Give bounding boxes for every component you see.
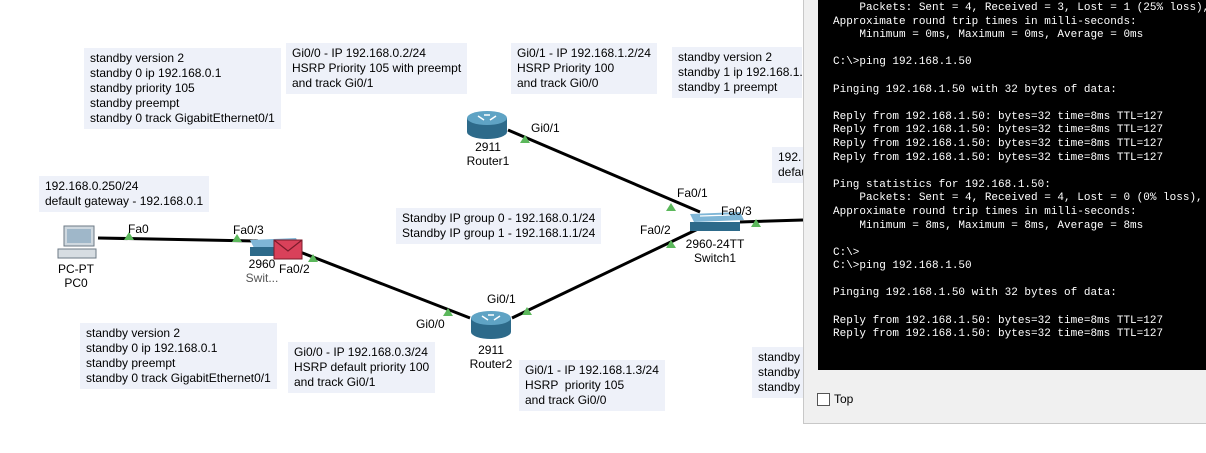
port-label: Fa0/2 bbox=[279, 262, 310, 276]
note-standby-groups: Standby IP group 0 - 192.168.0.1/24 Stan… bbox=[396, 208, 602, 244]
top-checkbox[interactable] bbox=[817, 393, 830, 406]
note-router1-hsrp: standby version 2 standby 0 ip 192.168.0… bbox=[84, 48, 281, 129]
device-name: Switch1 bbox=[693, 251, 737, 265]
note-right-standby: standby standby standby bbox=[752, 347, 807, 398]
device-model: 2960 bbox=[248, 257, 276, 271]
switch-icon[interactable] bbox=[690, 212, 744, 231]
link-router2-switch1[interactable] bbox=[511, 226, 701, 320]
device-label-pc0[interactable]: PC-PT PC0 bbox=[56, 262, 96, 290]
device-model: 2960-24TT bbox=[685, 237, 745, 251]
note-router1-gi00: Gi0/0 - IP 192.168.0.2/24 HSRP Priority … bbox=[286, 43, 468, 94]
port-label: Fa0/1 bbox=[677, 186, 708, 200]
port-label: Gi0/1 bbox=[487, 292, 516, 306]
device-name: Router1 bbox=[466, 154, 510, 168]
link-up-indicator bbox=[124, 232, 134, 240]
link-up-indicator bbox=[666, 203, 676, 211]
device-name: Router2 bbox=[469, 357, 513, 371]
note-router2-hsrp: standby version 2 standby 0 ip 192.168.0… bbox=[80, 323, 277, 389]
link-up-indicator bbox=[666, 240, 676, 248]
device-label-switch1[interactable]: 2960-24TT Switch1 bbox=[683, 237, 747, 265]
port-label: Fa0/3 bbox=[721, 204, 752, 218]
pc-icon[interactable] bbox=[57, 225, 97, 259]
port-label: Fa0 bbox=[128, 222, 149, 236]
device-model: PC-PT bbox=[58, 262, 94, 276]
note-router1-gi01: Gi0/1 - IP 192.168.1.2/24 HSRP Priority … bbox=[511, 43, 657, 94]
port-label: Fa0/3 bbox=[233, 223, 264, 237]
terminal-output[interactable]: Packets: Sent = 4, Received = 3, Lost = … bbox=[818, 0, 1206, 370]
router-icon[interactable] bbox=[467, 111, 507, 139]
port-label: Gi0/1 bbox=[531, 121, 560, 135]
device-name: PC0 bbox=[64, 276, 88, 290]
topology-canvas[interactable] bbox=[0, 0, 803, 453]
port-label: Gi0/0 bbox=[416, 317, 445, 331]
link-up-indicator bbox=[443, 308, 453, 316]
device-label-switch0[interactable]: 2960 Swit... bbox=[244, 257, 280, 285]
note-router1-hsrp-group1: standby version 2 standby 1 ip 192.168.1… bbox=[672, 47, 802, 98]
note-pc0-ip: 192.168.0.250/24 default gateway - 192.1… bbox=[39, 176, 210, 212]
top-checkbox-label: Top bbox=[834, 392, 854, 406]
device-label-router1[interactable]: 2911 Router1 bbox=[466, 140, 510, 168]
device-model: 2911 bbox=[478, 343, 504, 357]
link-pc0-switch0[interactable] bbox=[97, 236, 259, 243]
note-router2-gi00: Gi0/0 - IP 192.168.0.3/24 HSRP default p… bbox=[288, 342, 436, 393]
device-label-router2[interactable]: 2911 Router2 bbox=[468, 343, 514, 371]
link-up-indicator bbox=[232, 234, 242, 242]
note-router2-gi01: Gi0/1 - IP 192.168.1.3/24 HSRP priority … bbox=[519, 360, 665, 411]
link-up-indicator bbox=[751, 219, 761, 227]
link-switch1-right[interactable] bbox=[739, 218, 803, 224]
router-icon[interactable] bbox=[471, 311, 511, 339]
terminal-text: Packets: Sent = 4, Received = 3, Lost = … bbox=[833, 2, 1206, 341]
link-up-indicator bbox=[308, 254, 318, 262]
device-name: Swit... bbox=[245, 271, 279, 285]
device-model: 2911 bbox=[475, 140, 501, 154]
link-up-indicator bbox=[522, 307, 532, 315]
link-switch0-router2[interactable] bbox=[299, 250, 471, 320]
link-up-indicator bbox=[520, 135, 530, 143]
port-label: Fa0/2 bbox=[640, 223, 671, 237]
link-router1-switch1[interactable] bbox=[507, 128, 701, 214]
pdu-envelope-icon[interactable] bbox=[273, 239, 303, 260]
command-prompt-window[interactable]: Packets: Sent = 4, Received = 3, Lost = … bbox=[803, 0, 1206, 424]
